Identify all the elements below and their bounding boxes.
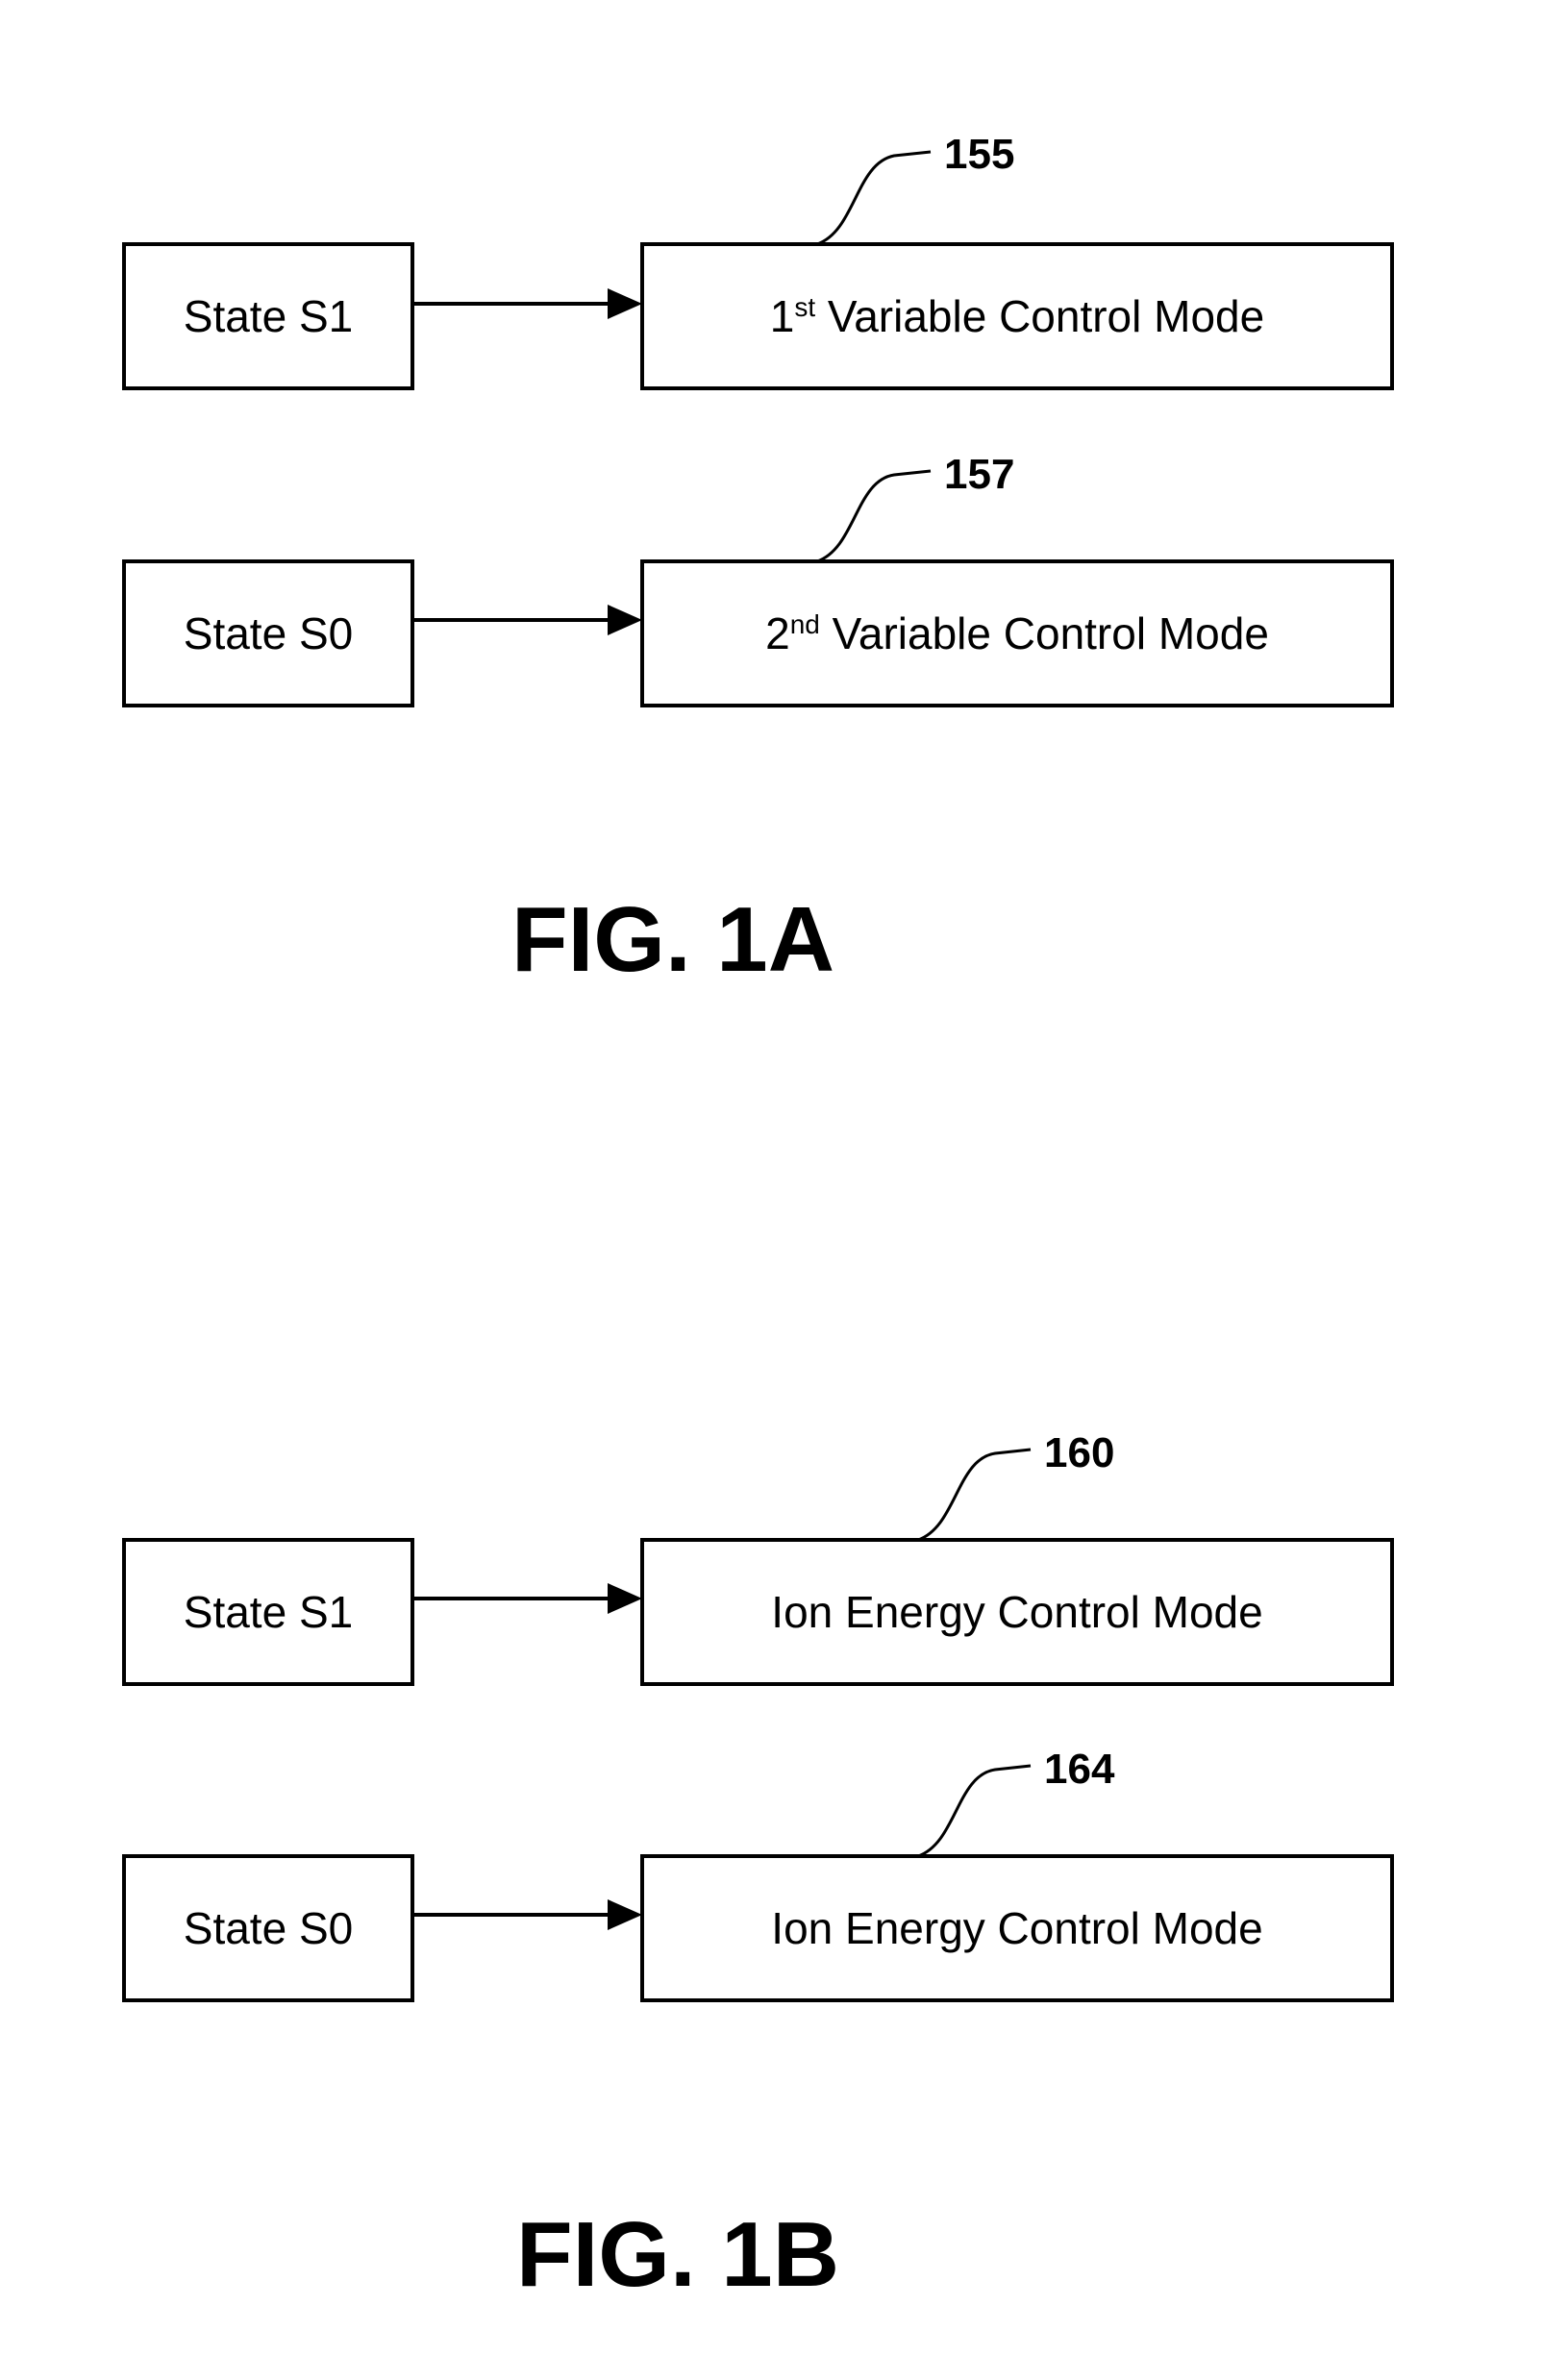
reference-number: 155 (944, 131, 1014, 178)
state-label: State S0 (184, 1903, 353, 1953)
figure-1a: State S1 1st Variable Control Mode 155 S… (124, 131, 1392, 991)
row-1b-2: State S0 Ion Energy Control Mode 164 (124, 1746, 1392, 2000)
state-label: State S1 (184, 291, 353, 341)
reference-number: 160 (1044, 1429, 1114, 1476)
figure-caption: FIG. 1A (511, 888, 834, 991)
mode-label: Ion Energy Control Mode (771, 1587, 1262, 1637)
leader-line (817, 471, 931, 561)
state-label: State S1 (184, 1587, 353, 1637)
leader-line (918, 1766, 1031, 1856)
mode-rest: Ion Energy Control Mode (771, 1587, 1262, 1637)
mode-rest: Ion Energy Control Mode (771, 1903, 1262, 1953)
mode-label: 1st Variable Control Mode (770, 291, 1264, 341)
reference-number: 164 (1044, 1746, 1115, 1793)
leader-line (817, 152, 931, 244)
arrow-head (608, 605, 642, 635)
figure-1b: State S1 Ion Energy Control Mode 160 Sta… (124, 1429, 1392, 2306)
leader-line (918, 1450, 1031, 1540)
mode-rest: Variable Control Mode (815, 291, 1264, 341)
mode-prefix: 1 (770, 291, 795, 341)
state-label: State S0 (184, 608, 353, 658)
row-1b-1: State S1 Ion Energy Control Mode 160 (124, 1429, 1392, 1684)
arrow-head (608, 1583, 642, 1614)
mode-superscript: st (794, 292, 815, 322)
row-1a-2: State S0 2nd Variable Control Mode 157 (124, 451, 1392, 706)
mode-superscript: nd (790, 609, 820, 639)
arrow-head (608, 1899, 642, 1930)
reference-number: 157 (944, 451, 1014, 498)
mode-prefix: 2 (765, 608, 790, 658)
arrow-head (608, 288, 642, 319)
row-1a-1: State S1 1st Variable Control Mode 155 (124, 131, 1392, 388)
mode-label: Ion Energy Control Mode (771, 1903, 1262, 1953)
mode-rest: Variable Control Mode (820, 608, 1269, 658)
mode-label: 2nd Variable Control Mode (765, 608, 1269, 658)
figure-caption: FIG. 1B (516, 2203, 839, 2306)
